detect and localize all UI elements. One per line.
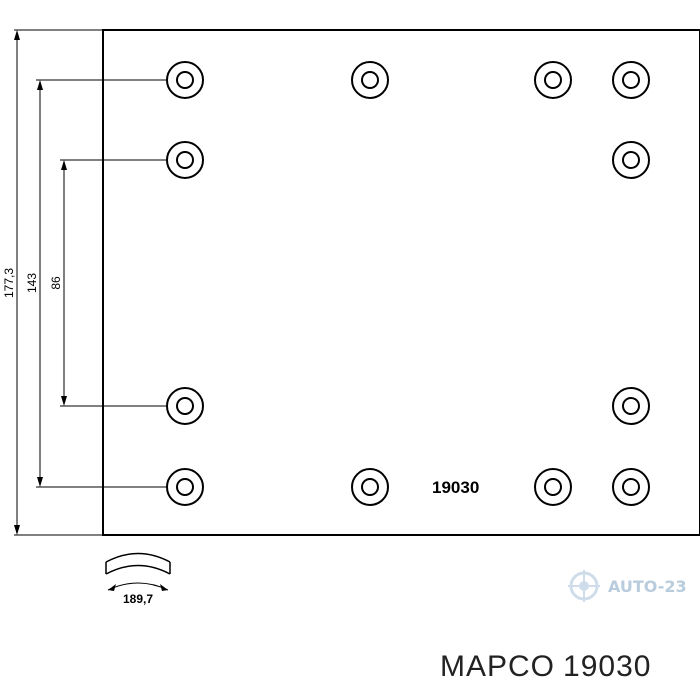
dimension-inner-pitch [60,159,167,407]
dimension-total-height-label: 177,3 [2,268,16,298]
part-label: 19030 [432,478,479,497]
rivet-hole [534,468,572,506]
rivet-hole [612,61,650,99]
watermark: AUTO-23 [566,566,687,606]
brand-name: MAPCO [440,650,556,683]
rivet-hole [166,141,204,179]
dimension-outer-pitch [36,79,167,488]
dimension-total-height [14,29,103,536]
rivet-hole [351,468,389,506]
rivet-hole [612,468,650,506]
rivet-hole [166,61,204,99]
rivet-hole [166,468,204,506]
part-number: 19030 [563,650,652,683]
dimension-outer-pitch-label: 143 [25,273,39,293]
rivet-hole [166,387,204,425]
watermark-text: AUTO-23 [608,576,687,596]
rivet-hole [612,387,650,425]
watermark-logo-icon [568,570,600,602]
lining-plate [102,29,700,536]
rivet-hole [534,61,572,99]
rivet-holes [166,61,650,506]
rivet-hole [351,61,389,99]
dimension-arc-width-label: 189,7 [123,592,153,606]
dimension-inner-pitch-label: 86 [49,276,63,290]
arc-width-symbol [105,552,171,591]
rivet-hole [612,141,650,179]
